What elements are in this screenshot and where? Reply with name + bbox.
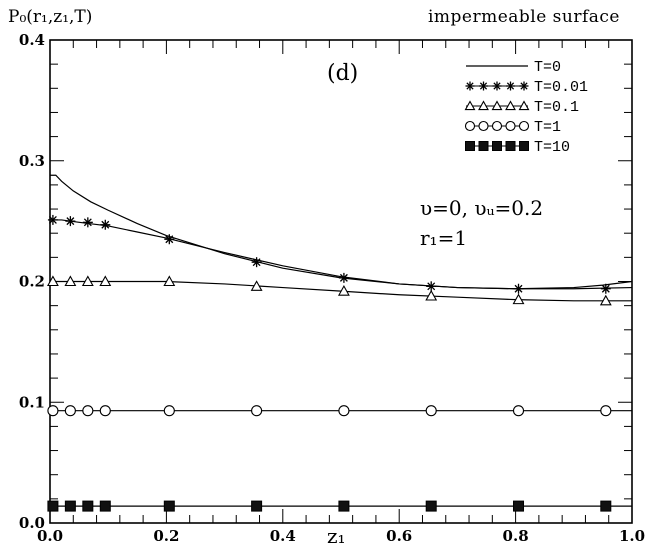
triangle-marker bbox=[337, 285, 350, 296]
star-marker bbox=[479, 81, 488, 91]
y-tick-label: 0.0 bbox=[19, 514, 45, 532]
series-layer bbox=[46, 174, 633, 512]
legend-label: T=0.01 bbox=[534, 79, 588, 96]
circle-marker bbox=[505, 120, 516, 132]
tick-labels: 0.0 0.2 0.4 0.6 0.8 1.0 0.0 0.1 0.2 0.3 0.4 bbox=[19, 31, 645, 545]
triangle-marker bbox=[464, 100, 476, 111]
square-marker bbox=[64, 500, 76, 512]
radius-annotation: r₁=1 bbox=[420, 226, 467, 250]
triangle-marker bbox=[599, 294, 612, 306]
triangle-marker bbox=[425, 289, 438, 301]
square-marker bbox=[600, 500, 612, 512]
square-marker bbox=[425, 500, 437, 512]
circle-marker bbox=[251, 405, 263, 417]
triangle-marker bbox=[478, 100, 489, 111]
series-triangle bbox=[46, 275, 632, 306]
legend-entry: T=10 bbox=[465, 139, 570, 156]
circle-marker bbox=[600, 405, 612, 417]
star-marker bbox=[47, 214, 58, 225]
triangle-marker bbox=[512, 293, 525, 305]
x-axis-label: z₁ bbox=[327, 524, 346, 548]
x-tick-label: 0.0 bbox=[37, 527, 63, 545]
circle-marker bbox=[512, 405, 525, 417]
square-marker bbox=[338, 500, 350, 512]
y-tick-label: 0.1 bbox=[19, 393, 45, 411]
square-marker bbox=[82, 500, 94, 512]
legend: T=0T=0.01T=0.1T=1T=10 bbox=[464, 59, 588, 156]
x-tick-label: 0.8 bbox=[503, 527, 529, 545]
star-marker bbox=[519, 81, 529, 91]
y-axis-label: P₀(r₁,z₁,T) bbox=[8, 7, 92, 27]
square-marker bbox=[163, 500, 175, 512]
star-marker bbox=[338, 272, 349, 283]
circle-marker bbox=[338, 405, 350, 417]
star-marker bbox=[82, 217, 93, 228]
circle-marker bbox=[464, 120, 476, 132]
legend-label: T=0 bbox=[534, 59, 561, 76]
series-square bbox=[47, 500, 632, 512]
legend-label: T=10 bbox=[534, 139, 570, 156]
x-tick-label: 0.2 bbox=[153, 527, 179, 545]
series-circle bbox=[47, 405, 632, 417]
triangle-marker bbox=[491, 100, 503, 111]
star-marker bbox=[164, 234, 175, 245]
star-marker bbox=[492, 81, 502, 91]
legend-entry: T=0 bbox=[466, 59, 561, 76]
square-marker bbox=[99, 500, 111, 512]
triangle-marker bbox=[163, 275, 176, 287]
circle-marker bbox=[478, 120, 489, 132]
star-marker bbox=[65, 216, 76, 227]
x-tick-label: 0.6 bbox=[386, 527, 412, 545]
series-star bbox=[47, 214, 633, 294]
triangle-marker bbox=[518, 100, 530, 111]
star-marker bbox=[426, 281, 437, 292]
circle-marker bbox=[163, 405, 175, 417]
triangle-marker bbox=[505, 100, 516, 111]
legend-label: T=0.1 bbox=[534, 99, 579, 116]
star-marker bbox=[513, 283, 524, 294]
square-marker bbox=[492, 141, 502, 151]
triangle-marker bbox=[250, 280, 263, 291]
circle-marker bbox=[518, 120, 530, 132]
triangle-marker bbox=[64, 275, 77, 287]
circle-marker bbox=[82, 405, 94, 417]
square-marker bbox=[478, 141, 489, 151]
star-marker bbox=[506, 81, 515, 91]
panel-label: (d) bbox=[327, 61, 358, 86]
legend-label: T=1 bbox=[534, 119, 561, 136]
minor-ticks bbox=[49, 39, 633, 524]
square-marker bbox=[505, 141, 516, 151]
square-marker bbox=[251, 500, 263, 512]
star-marker bbox=[465, 81, 475, 91]
star-marker bbox=[600, 283, 611, 294]
circle-marker bbox=[425, 405, 437, 417]
star-marker bbox=[251, 257, 262, 268]
y-tick-label: 0.2 bbox=[19, 273, 45, 291]
triangle-marker bbox=[99, 275, 112, 287]
square-marker bbox=[513, 500, 525, 512]
chart-title: impermeable surface bbox=[428, 7, 620, 27]
y-tick-label: 0.4 bbox=[19, 31, 45, 49]
circle-marker bbox=[47, 405, 59, 417]
legend-entry: T=0.01 bbox=[465, 79, 588, 96]
parameter-annotation: υ=0, υᵤ=0.2 bbox=[420, 196, 543, 220]
square-marker bbox=[519, 141, 529, 151]
x-tick-label: 1.0 bbox=[619, 527, 645, 545]
y-tick-label: 0.3 bbox=[19, 152, 45, 170]
circle-marker bbox=[64, 405, 76, 417]
triangle-marker bbox=[81, 275, 94, 287]
circle-marker bbox=[99, 405, 111, 417]
square-marker bbox=[465, 141, 475, 151]
x-tick-label: 0.4 bbox=[270, 527, 296, 545]
square-marker bbox=[47, 500, 59, 512]
legend-entry: T=0.1 bbox=[464, 99, 579, 116]
legend-entry: T=1 bbox=[464, 119, 561, 136]
triangle-marker bbox=[46, 275, 59, 287]
circle-marker bbox=[491, 120, 503, 132]
star-marker bbox=[100, 219, 111, 230]
